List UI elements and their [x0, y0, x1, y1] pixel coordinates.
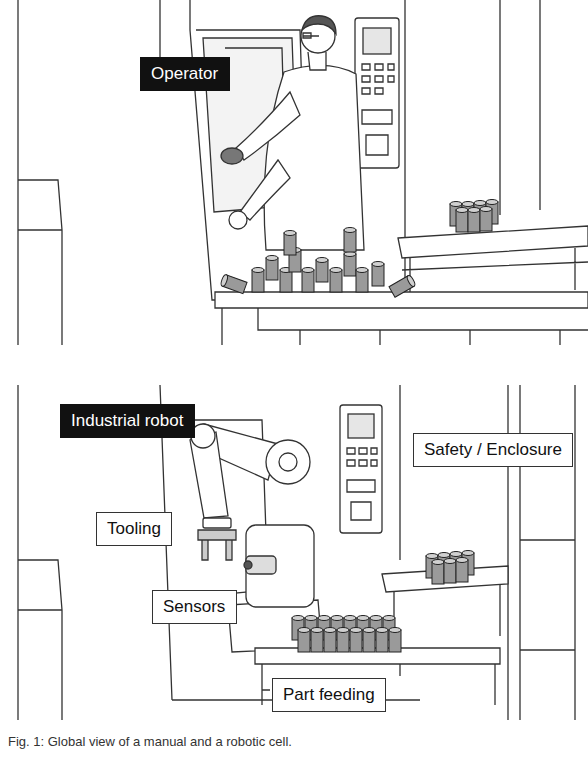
loose-parts [389, 275, 416, 298]
sorted-parts-side [444, 559, 456, 584]
label-box: Sensors [152, 590, 237, 624]
sorted-parts-side [426, 551, 474, 585]
label-box: Part feeding [272, 678, 386, 712]
sorted-parts-top [468, 208, 480, 233]
manual-cell [18, 0, 588, 345]
sorted-parts-side [432, 560, 444, 585]
label-text: Operator [151, 64, 218, 84]
operator-arm [236, 92, 300, 160]
label-box: Safety / Enclosure [413, 433, 573, 467]
loose-parts [302, 268, 314, 293]
sorted-parts-tray [337, 628, 349, 653]
robot-wrist [203, 518, 231, 528]
label-text: Tooling [107, 519, 161, 539]
right-table-legs [402, 248, 588, 295]
operator-hair [302, 16, 336, 34]
control-panel [355, 18, 399, 168]
label-box: Tooling [96, 512, 172, 546]
sorted-parts-tray [363, 628, 375, 653]
loose-parts [252, 268, 264, 293]
sorted-parts-tray [298, 628, 310, 653]
label-text: Sensors [163, 597, 225, 617]
operator-lower-arm [240, 160, 290, 220]
sorted-parts-tray [324, 628, 336, 653]
operator-neck [308, 52, 326, 70]
room-wall [17, 385, 18, 720]
control-buttons [347, 448, 377, 520]
loose-parts [266, 256, 278, 281]
robot-shoulder-cap [279, 453, 297, 471]
operator-fist [229, 211, 247, 229]
left-cabinet [18, 180, 62, 345]
loose-parts [220, 274, 247, 294]
sorted-parts-tray [389, 628, 401, 653]
sorted-parts-top [480, 207, 492, 232]
loose-parts [220, 228, 416, 298]
robotic-cell [18, 385, 575, 720]
sensor-lens [244, 561, 252, 569]
sorted-parts-side [456, 558, 468, 583]
sorted-parts-top [450, 200, 498, 233]
right-table-legs [394, 584, 500, 640]
right-table [398, 226, 588, 258]
sorted-parts-tray [311, 628, 323, 653]
robot-pedestal [228, 600, 322, 652]
robot-gripper [198, 530, 236, 560]
front-table [215, 292, 588, 308]
sorted-parts-tray [376, 628, 388, 653]
loose-parts [284, 231, 296, 256]
operator-torso [264, 65, 364, 250]
loose-parts [356, 268, 368, 293]
loose-parts [372, 262, 384, 287]
front-table-frame [222, 308, 588, 345]
loose-parts [344, 228, 356, 253]
black-label-box: Industrial robot [60, 404, 195, 438]
control-screen [348, 414, 374, 438]
control-buttons [362, 64, 394, 155]
control-screen [363, 28, 391, 54]
loose-parts [344, 252, 356, 277]
black-label-box: Operator [140, 57, 230, 91]
machine-body [190, 0, 405, 300]
operator-hand [221, 148, 243, 164]
loose-parts [330, 268, 342, 293]
operator-glasses [303, 33, 319, 38]
left-cabinet [18, 560, 62, 720]
sorted-parts-tray [292, 616, 401, 653]
robot-shoulder [266, 440, 310, 484]
robot-column [246, 525, 314, 607]
room-wall [17, 0, 18, 345]
loose-parts [316, 258, 328, 283]
label-text: Safety / Enclosure [424, 440, 562, 460]
label-text: Industrial robot [71, 411, 183, 431]
sorted-parts-top [456, 208, 468, 233]
label-text: Part feeding [283, 685, 375, 705]
control-panel [340, 405, 382, 533]
operator [221, 16, 364, 250]
sorted-parts-tray [350, 628, 362, 653]
figure-caption: Fig. 1: Global view of a manual and a ro… [8, 734, 292, 749]
